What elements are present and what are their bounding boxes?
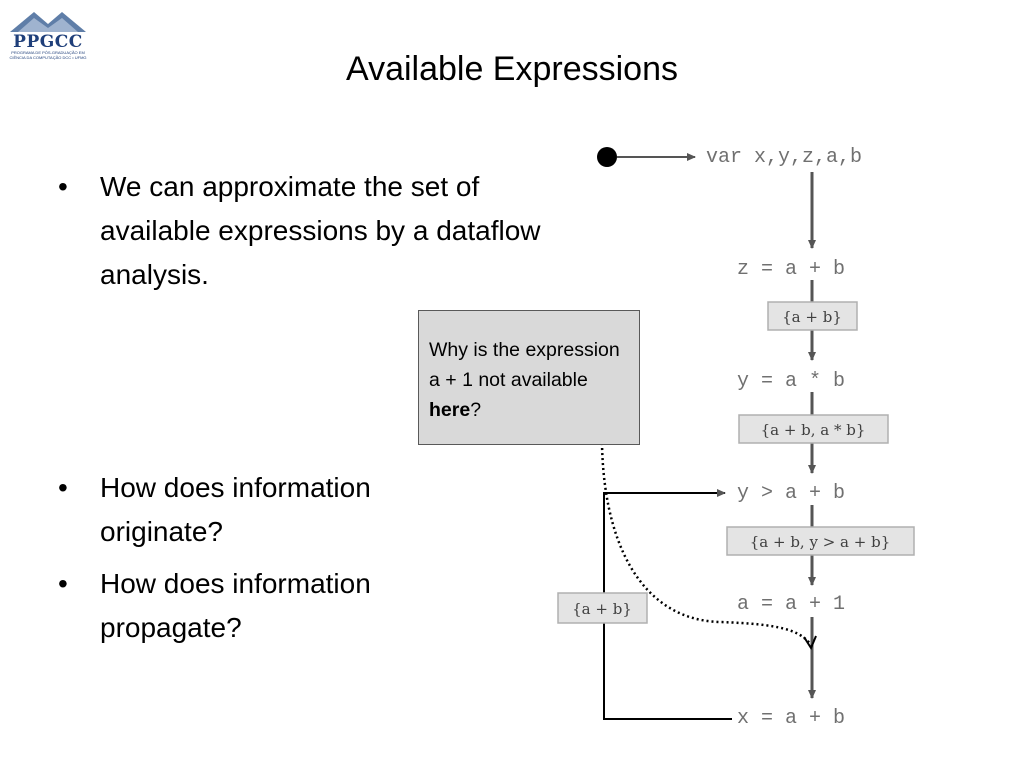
statement-z: z = a + b: [737, 258, 845, 281]
bullet-text: How does information originate?: [100, 472, 371, 547]
callout-pointer: [600, 427, 813, 646]
bullet-item: • How does information propagate?: [58, 562, 458, 650]
bullet-item: • We can approximate the set of available…: [58, 165, 548, 297]
bullet-icon: •: [58, 472, 68, 503]
logo-subtitle: PROGRAMA DE PÓS-GRADUAÇÃO EM CIÊNCIA DA …: [9, 50, 87, 60]
callout-pointer-arrowhead: [803, 635, 817, 651]
callout-emphasis: here: [429, 399, 471, 421]
bullet-list-bottom: • How does information originate? • How do…: [58, 466, 458, 658]
statement-a: a = a + 1: [737, 593, 845, 616]
ppgcc-logo: PPGCC PROGRAMA DE PÓS-GRADUAÇÃO EM CIÊNC…: [4, 6, 92, 64]
logo-text: PPGCC: [13, 32, 83, 52]
logo-wing-icon: [10, 12, 86, 32]
bullet-icon: •: [58, 171, 68, 202]
statement-y: y = a * b: [737, 370, 845, 393]
available-set-box: {a + b, y > a + b}: [726, 526, 915, 556]
bullet-item: • How does information originate?: [58, 466, 458, 554]
available-set-box: {a + b, a * b}: [738, 414, 889, 444]
statement-decl: var x,y,z,a,b: [706, 146, 862, 169]
statement-cond: y > a + b: [737, 482, 845, 505]
available-set-label: {a + b, y > a + b}: [750, 533, 891, 551]
available-set-box: {a + b}: [557, 592, 648, 624]
bullet-icon: •: [58, 568, 68, 599]
available-set-label: {a + b, a * b}: [761, 421, 866, 439]
available-set-box: {a + b}: [767, 301, 858, 331]
bullet-text: We can approximate the set of available …: [100, 171, 541, 290]
bullet-list-top: • We can approximate the set of available…: [58, 165, 548, 297]
callout-text: Why is the expression a + 1 not availabl…: [429, 339, 620, 391]
bullet-text: How does information propagate?: [100, 568, 371, 643]
callout-box: Why is the expression a + 1 not availabl…: [418, 310, 640, 445]
callout-text-end: ?: [470, 399, 482, 421]
slide-title: Available Expressions: [346, 50, 678, 88]
entry-node: [597, 147, 617, 167]
available-set-label: {a + b}: [572, 600, 632, 618]
statement-x: x = a + b: [737, 707, 845, 730]
available-set-label: {a + b}: [782, 308, 842, 326]
